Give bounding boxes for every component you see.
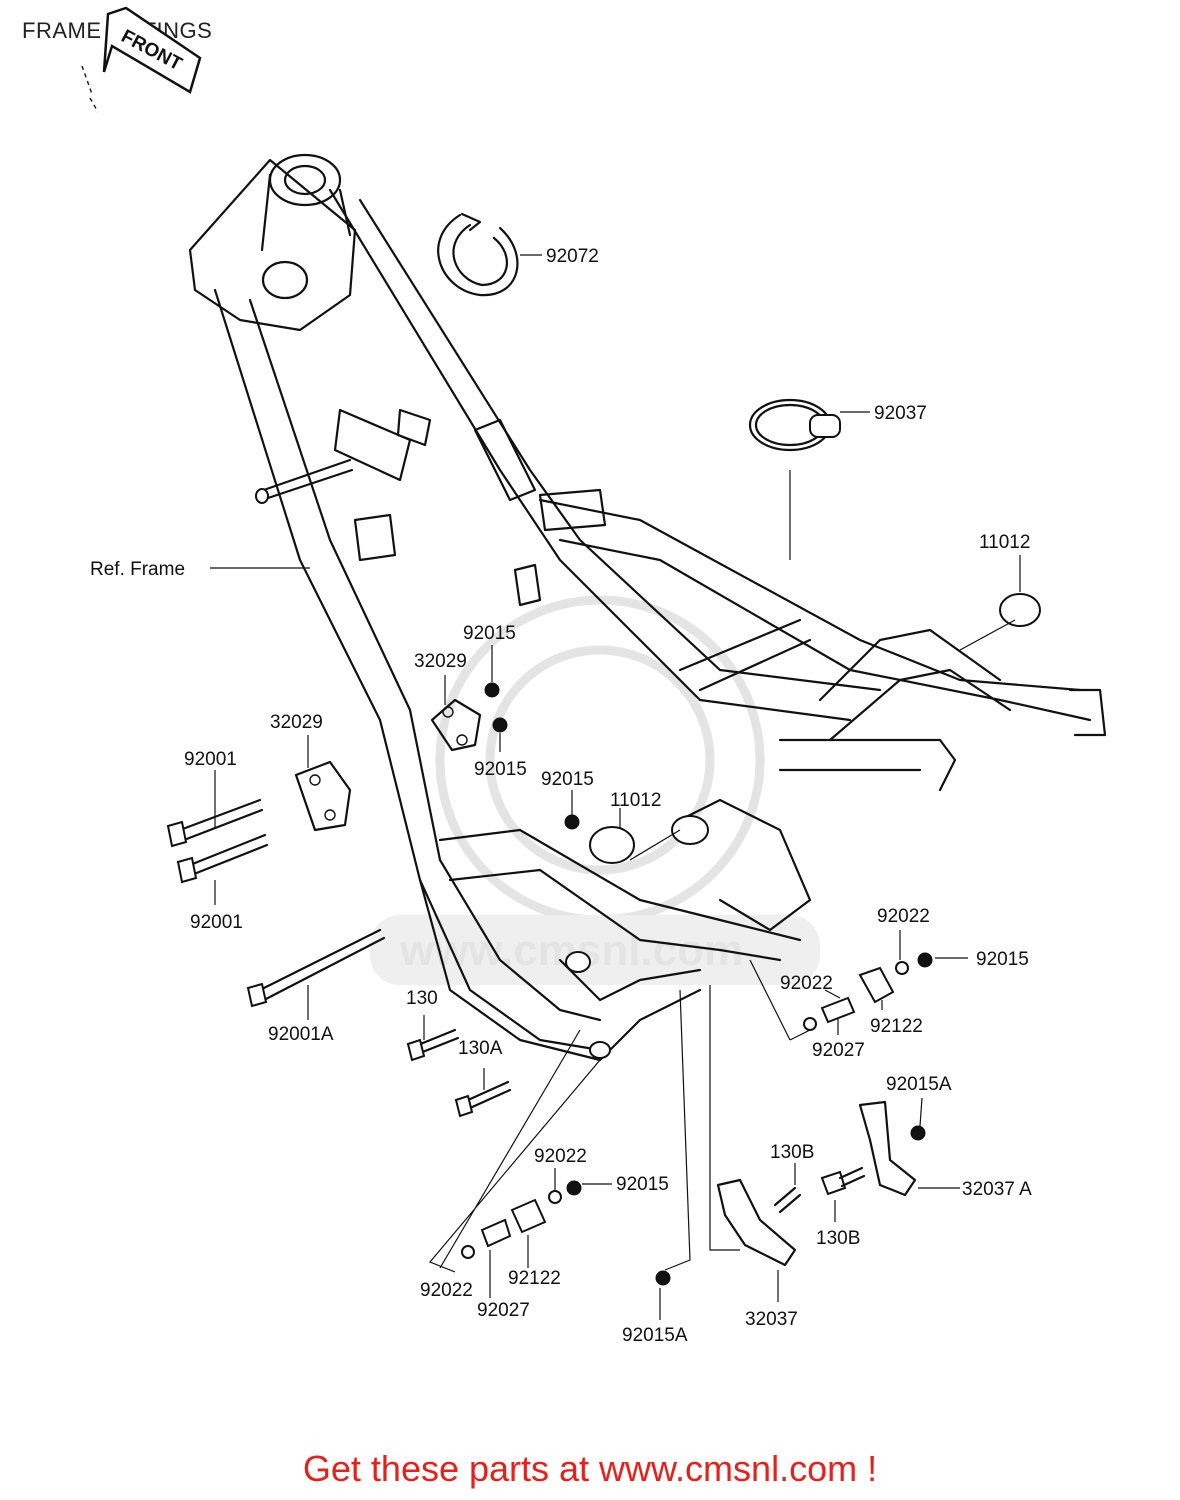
part-32037-brackets — [716, 1100, 917, 1267]
ref-frame-label: Ref. Frame — [90, 559, 185, 580]
part-11012-cap-mid — [589, 826, 635, 864]
leader-lines — [210, 254, 1021, 1320]
callout-11012-mid: 11012 — [610, 790, 661, 811]
callout-92015-l1: 92015 — [616, 1174, 669, 1195]
callout-92015A-r: 92015A — [886, 1074, 952, 1095]
callout-130A: 130A — [458, 1038, 503, 1059]
callout-92022-l2: 92022 — [420, 1280, 473, 1301]
callout-92122-l: 92122 — [508, 1268, 561, 1289]
callout-32037: 32037 — [745, 1309, 798, 1330]
callout-92122-r: 92122 — [870, 1016, 923, 1037]
callout-92015-a: 92015 — [463, 623, 516, 644]
part-92037-clamp — [748, 398, 841, 452]
callout-92072: 92072 — [546, 246, 599, 267]
callout-11012-top: 11012 — [979, 532, 1030, 553]
callout-labels: 92072 92037 11012 Ref. Frame 92015 32029… — [90, 246, 1032, 1346]
callout-130: 130 — [406, 988, 438, 1009]
part-mount-left — [461, 1190, 562, 1259]
callout-92015-b: 92015 — [474, 759, 527, 780]
part-bolts-92001 — [166, 798, 512, 1118]
callout-32029-a: 32029 — [414, 651, 467, 672]
part-mount-right — [803, 961, 909, 1031]
footer-link[interactable]: Get these parts at www.cmsnl.com ! — [302, 1448, 878, 1489]
frame-illustration — [188, 153, 1107, 1062]
callout-92001-top: 92001 — [184, 749, 237, 770]
callout-92022-r1: 92022 — [877, 906, 930, 927]
part-92072-band — [437, 212, 519, 297]
callout-92015-r1: 92015 — [976, 949, 1029, 970]
part-32029-plates — [294, 698, 482, 832]
callout-32029-b: 32029 — [270, 712, 323, 733]
callout-92037: 92037 — [874, 403, 927, 424]
callout-130B-top: 130B — [770, 1142, 814, 1163]
callout-92022-l1: 92022 — [534, 1146, 587, 1167]
callout-92027-l: 92027 — [477, 1300, 530, 1321]
part-11012-cap-top — [999, 593, 1041, 627]
callout-92022-r2: 92022 — [780, 973, 833, 994]
callout-92027-r: 92027 — [812, 1040, 865, 1061]
callout-92001-bottom: 92001 — [190, 912, 243, 933]
callout-92015A-bottom: 92015A — [622, 1325, 688, 1346]
callout-32037A: 32037 A — [962, 1179, 1032, 1200]
callout-92001A: 92001A — [268, 1024, 334, 1045]
callout-92015-c: 92015 — [541, 769, 594, 790]
callout-130B-bottom: 130B — [816, 1228, 860, 1249]
